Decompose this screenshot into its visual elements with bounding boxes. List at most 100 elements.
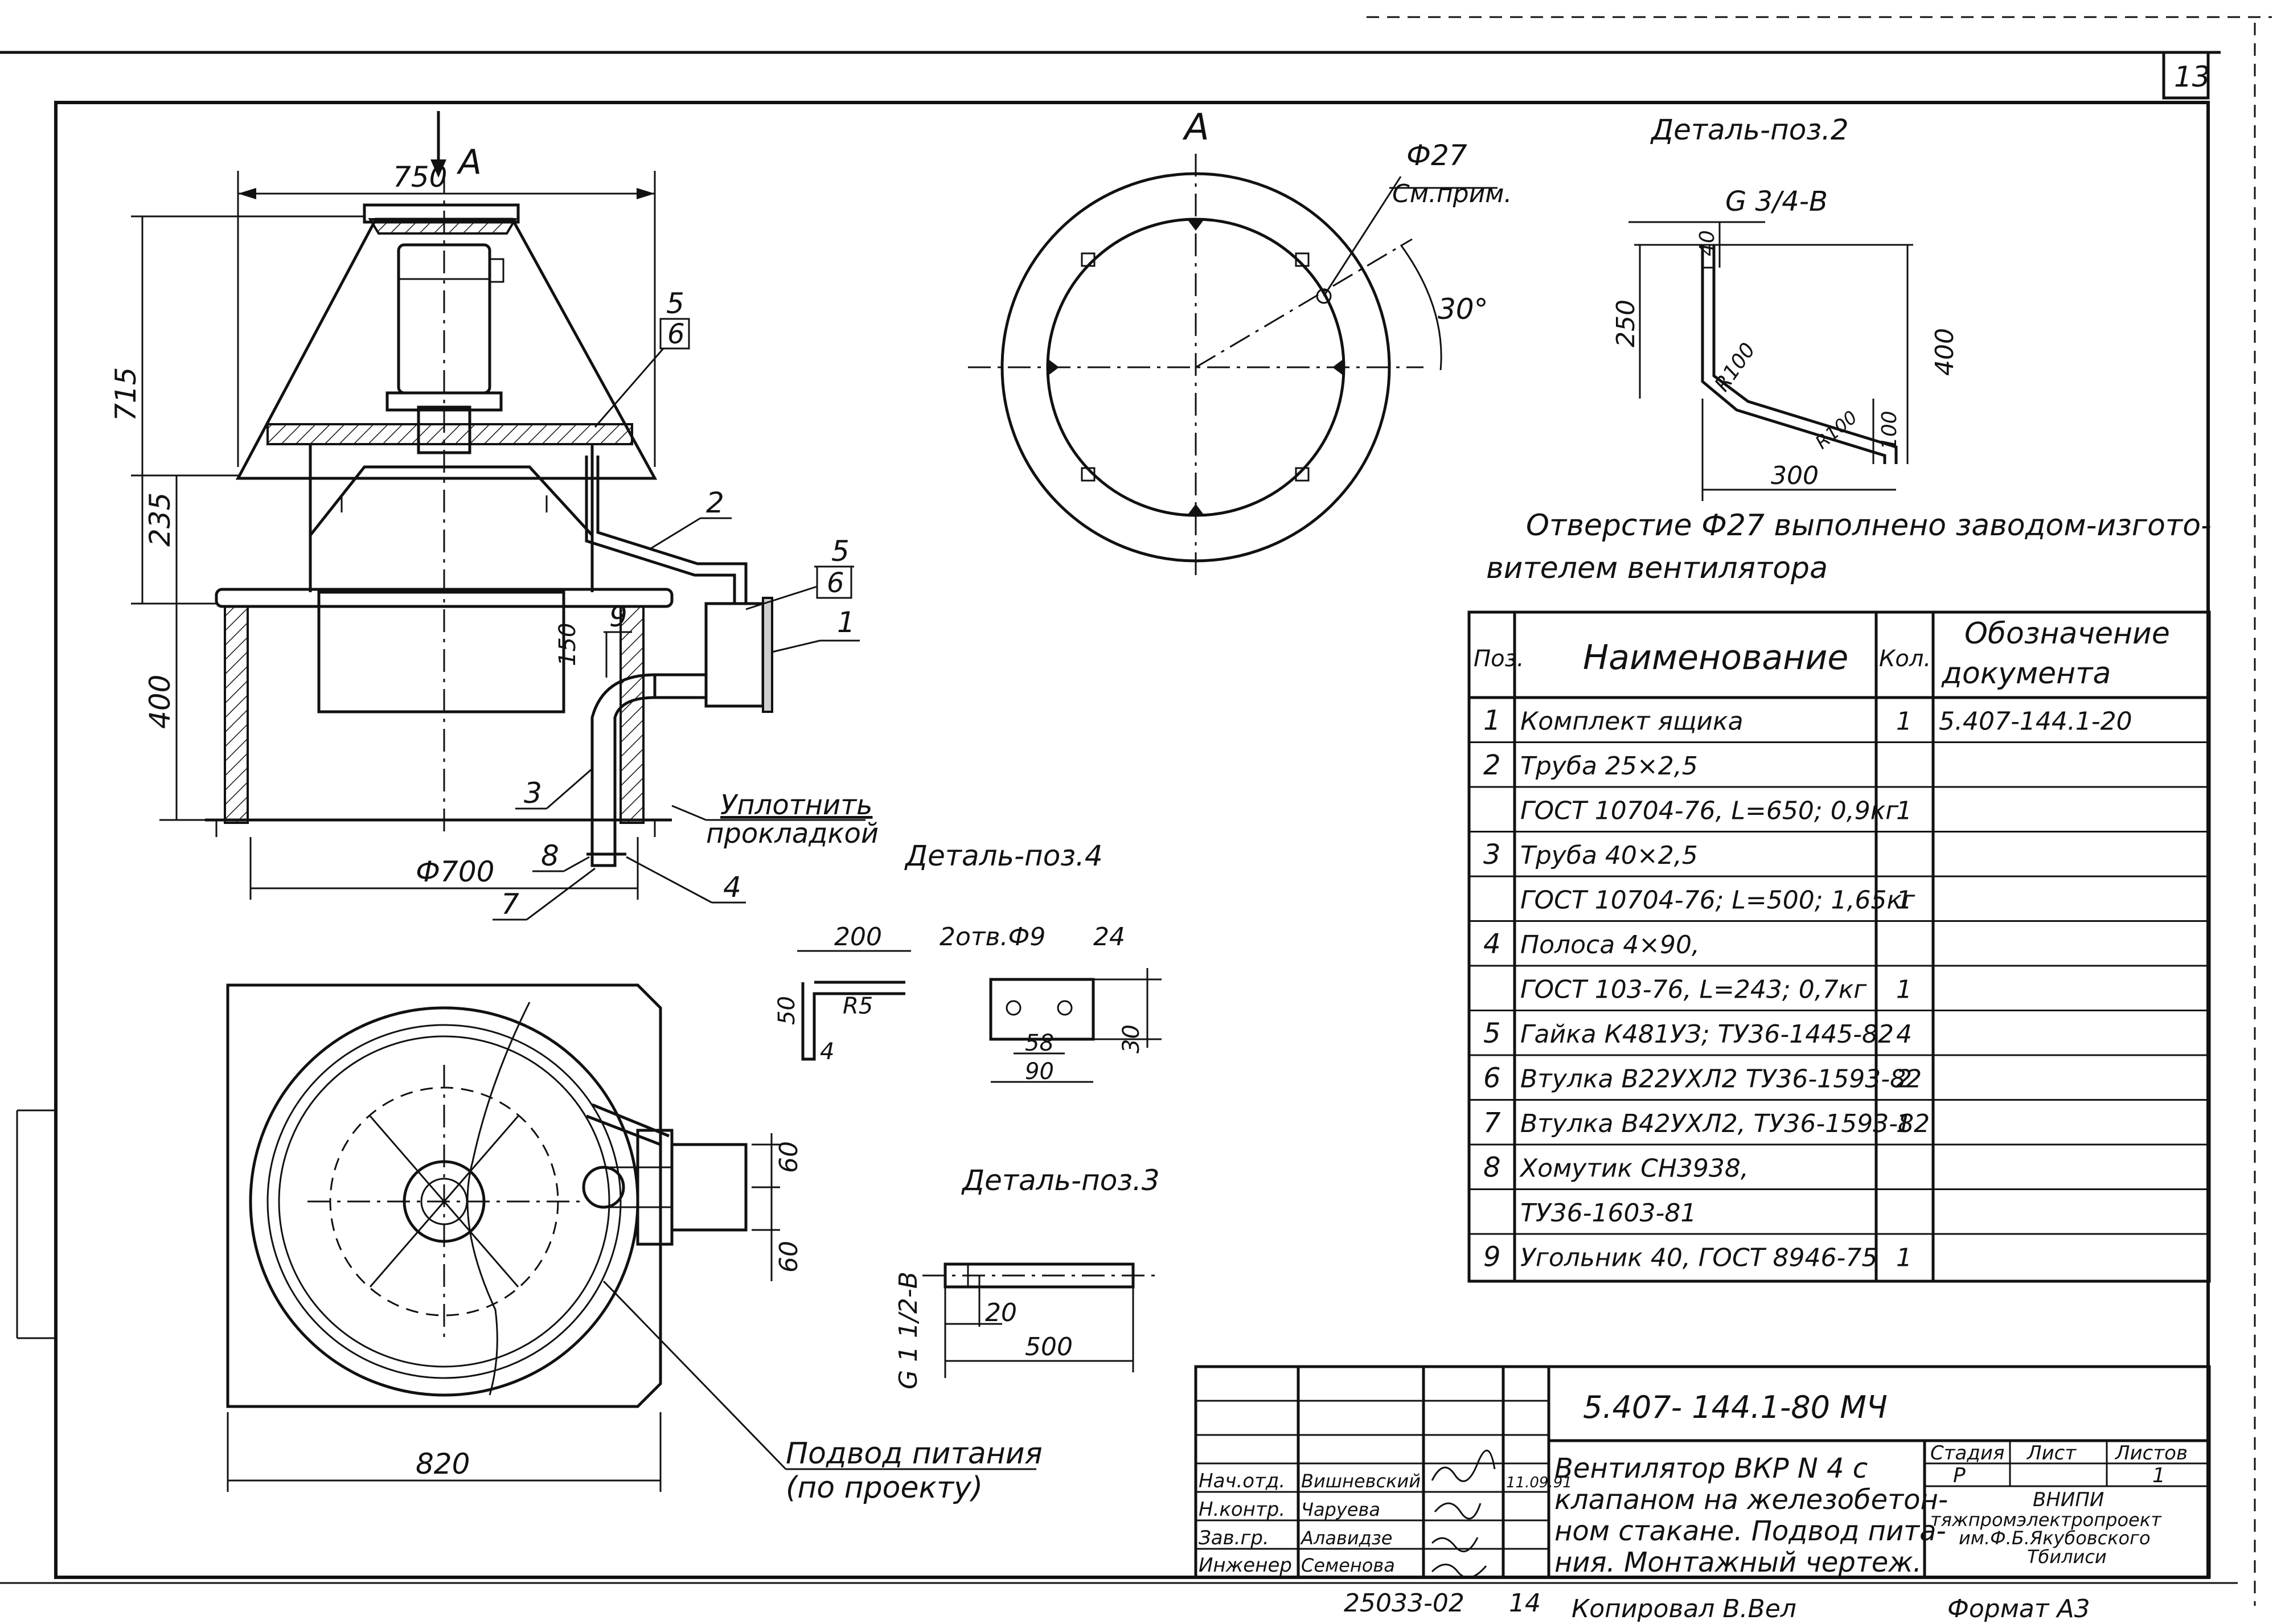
title-block: 5.407- 144.1-80 МЧ Вентилятор ВКР N 4 с … <box>1194 1365 2211 1579</box>
detail-2: Деталь-поз.2 G 3/4-B 40 250 R100 R100 40… <box>1611 113 1959 501</box>
header-doc-line1: Обозначение <box>1964 617 2170 651</box>
callout-3: 3 <box>524 777 542 810</box>
detail-4-dim-30: 30 <box>1118 1024 1144 1053</box>
detail-4: Деталь-поз.4 200 50 R5 4 2отв.Ф9 24 30 5… <box>774 839 1162 1085</box>
detail-4-dim-4: 4 <box>820 1039 834 1065</box>
spec-cell-qty: 2 <box>1896 1065 1912 1094</box>
dim-715: 715 <box>109 367 142 421</box>
detail-2-dim-400: 400 <box>1930 328 1959 376</box>
section-view-label: A <box>1182 106 1209 149</box>
note-line2: вителем вентилятора <box>1486 551 1828 585</box>
footer-copied: Копировал В.Вел <box>1572 1594 1796 1622</box>
spec-cell-pos: 7 <box>1483 1107 1501 1139</box>
spec-cell-name: Хомутик СН3938, <box>1519 1154 1749 1183</box>
spec-cell-name: Втулка В42УХЛ2, ТУ36-1593-82 <box>1520 1109 1930 1138</box>
plan-view: 60 60 820 Подвод питания (по проекту) <box>226 983 1043 1505</box>
spec-cell-doc: 5.407-144.1-20 <box>1939 707 2132 736</box>
title-line-3: ном стакане. Подвод пита- <box>1554 1515 1946 1547</box>
spec-cell-pos: 4 <box>1483 928 1501 960</box>
sheets-value: 1 <box>2152 1464 2165 1487</box>
detail-3-thread: G 1 1/2-B <box>894 1272 923 1389</box>
spec-cell-name: Труба 40×2,5 <box>1520 841 1698 870</box>
spec-cell-name: Втулка В22УХЛ2 ТУ36-1593-82 <box>1520 1065 1922 1094</box>
org-line-4: Тбилиси <box>2027 1546 2107 1568</box>
callout-6b: 6 <box>827 567 844 599</box>
callout-2: 2 <box>706 486 724 519</box>
hole-dim: Ф27 <box>1406 139 1467 172</box>
spec-cell-name: ГОСТ 10704-76, L=650; 0,9кг <box>1520 797 1899 826</box>
org-line-1: ВНИПИ <box>2033 1488 2104 1511</box>
dim-150: 150 <box>555 623 581 666</box>
callout-8: 8 <box>541 839 559 872</box>
detail-2-dim-300: 300 <box>1771 461 1819 490</box>
callout-6a: 6 <box>667 318 685 350</box>
detail-4-dim-90: 90 <box>1025 1059 1054 1085</box>
detail-3: Деталь-поз.3 20 500 G 1 1/2-B <box>894 1164 1160 1389</box>
sheet-label: Лист <box>2026 1442 2077 1465</box>
callout-7: 7 <box>501 888 519 921</box>
detail-3-title: Деталь-поз.3 <box>961 1164 1160 1197</box>
view-a: A Ф27 См.прим. 30° <box>968 106 1512 581</box>
seal-note-line2: прокладкой <box>706 818 879 850</box>
sign-date: 11.09.91 <box>1506 1474 1572 1491</box>
dim-60a: 60 <box>774 1141 803 1173</box>
signature <box>1431 1450 1496 1578</box>
dim-750: 750 <box>393 161 447 194</box>
spec-cell-name: ГОСТ 103-76, L=243; 0,7кг <box>1520 975 1867 1004</box>
header-pos: Поз. <box>1474 646 1524 672</box>
seal-note-line1: Уплотнить <box>720 789 872 821</box>
dim-700: Ф700 <box>416 855 494 888</box>
hole-note: См.прим. <box>1392 179 1512 208</box>
signer-name-2: Чаруева <box>1301 1499 1380 1520</box>
spec-table: Поз. Наименование Кол. Обозначение докум… <box>1467 610 2211 1283</box>
sheets-label: Листов <box>2114 1442 2188 1465</box>
spec-cell-name: Полоса 4×90, <box>1520 930 1700 959</box>
callout-4: 4 <box>723 871 741 904</box>
footer-format: Формат А3 <box>1947 1594 2090 1622</box>
spec-cell-qty: 1 <box>1896 707 1912 736</box>
note-line1: Отверстие Ф27 выполнено заводом-изгото- <box>1526 508 2212 543</box>
page-number: 13 <box>2174 60 2210 93</box>
spec-cell-pos: 1 <box>1483 705 1501 737</box>
supply-note-line1: Подвод питания <box>786 1437 1043 1471</box>
spec-cell-qty: 4 <box>1896 1020 1912 1049</box>
signer-role-1: Нач.отд. <box>1199 1470 1285 1492</box>
detail-2-dim-100: 100 <box>1878 411 1901 450</box>
spec-cell-qty: 1 <box>1896 797 1912 826</box>
spec-cell-pos: 6 <box>1483 1063 1501 1094</box>
angle-30: 30° <box>1438 293 1488 326</box>
callout-1: 1 <box>837 606 855 639</box>
doc-code: 5.407- 144.1-80 МЧ <box>1583 1389 1888 1425</box>
spec-cell-name: Угольник 40, ГОСТ 8946-75 <box>1520 1244 1877 1273</box>
spec-cell-pos: 2 <box>1483 749 1501 781</box>
dim-820: 820 <box>416 1447 470 1481</box>
signer-role-3: Зав.гр. <box>1199 1527 1269 1549</box>
stage-value: Р <box>1953 1464 1966 1487</box>
dim-235: 235 <box>143 493 177 547</box>
callout-9: 9 <box>609 600 627 633</box>
signer-role-2: Н.контр. <box>1199 1498 1285 1521</box>
footer-inventory: 25033-02 <box>1344 1589 1464 1618</box>
spec-cell-name: Гайка К481УЗ; ТУ36-1445-82 <box>1520 1020 1894 1049</box>
detail-4-title: Деталь-поз.4 <box>904 839 1103 872</box>
footer-sheet: 14 <box>1509 1589 1541 1618</box>
detail-4-dim-200: 200 <box>834 922 882 952</box>
detail-2-dim-40: 40 <box>1696 230 1719 256</box>
signer-name-1: Вишневский <box>1301 1470 1421 1492</box>
title-line-1: Вентилятор ВКР N 4 с <box>1554 1453 1868 1484</box>
main-elevation-view: A 750 <box>109 111 879 921</box>
detail-4-dim-24: 24 <box>1093 922 1125 952</box>
stage-label: Стадия <box>1930 1442 2004 1465</box>
signer-name-3: Алавидзе <box>1300 1527 1392 1549</box>
callout-5b: 5 <box>831 535 850 568</box>
detail-2-dim-250: 250 <box>1611 300 1640 347</box>
detail-3-dim-20: 20 <box>985 1298 1017 1327</box>
spec-cell-name: ТУ36-1603-81 <box>1520 1199 1696 1228</box>
header-qty: Кол. <box>1879 646 1931 672</box>
detail-3-dim-500: 500 <box>1025 1332 1073 1361</box>
title-line-2: клапаном на железобетон- <box>1554 1484 1948 1516</box>
spec-cell-qty: 1 <box>1896 1244 1912 1273</box>
spec-cell-pos: 3 <box>1483 839 1501 871</box>
